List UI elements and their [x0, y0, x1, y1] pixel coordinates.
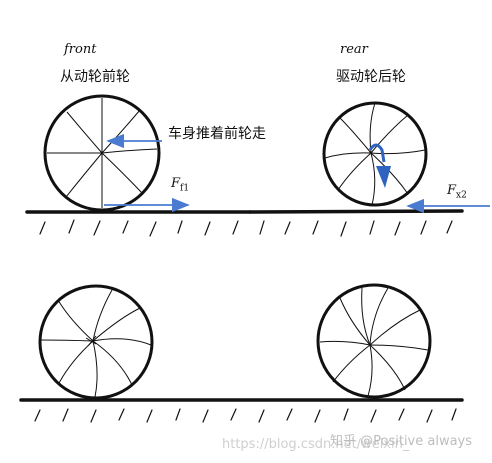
rear-label-cn: 驱动轮后轮	[336, 69, 406, 85]
front-wheel-bottom	[38, 284, 154, 400]
ff1-label: Ff1	[171, 176, 189, 194]
watermark-zhihu: 知乎 @Positive always	[330, 434, 473, 449]
front-wheel-top-spokes	[47, 98, 158, 208]
front-wheel-top	[43, 94, 161, 212]
top-ground	[25, 209, 464, 237]
fx2-base: F	[447, 183, 457, 198]
fx2-label: Fx2	[447, 183, 467, 201]
ff1-sub: f1	[180, 183, 190, 194]
bottom-panel	[19, 283, 464, 423]
watermark-url: https://blog.csdn.net/weixin_	[222, 437, 410, 452]
rear-wheel-top	[322, 101, 428, 207]
front-label-en: front	[64, 42, 97, 57]
rear-wheel-top-spokes	[324, 102, 426, 206]
ff1-base: F	[171, 176, 181, 191]
rear-wheel-bottom	[316, 283, 432, 399]
rear-wheel-bottom-spokes	[319, 287, 429, 397]
front-wheel-bottom-spokes	[40, 289, 152, 398]
bottom-ground	[19, 398, 464, 423]
rear-label-en: rear	[340, 42, 368, 57]
rotation-arrow	[368, 143, 391, 188]
top-panel	[25, 94, 490, 237]
push-note: 车身推着前轮走	[168, 126, 266, 142]
front-label-cn: 从动轮前轮	[60, 69, 130, 85]
fx2-sub: x2	[456, 190, 467, 201]
